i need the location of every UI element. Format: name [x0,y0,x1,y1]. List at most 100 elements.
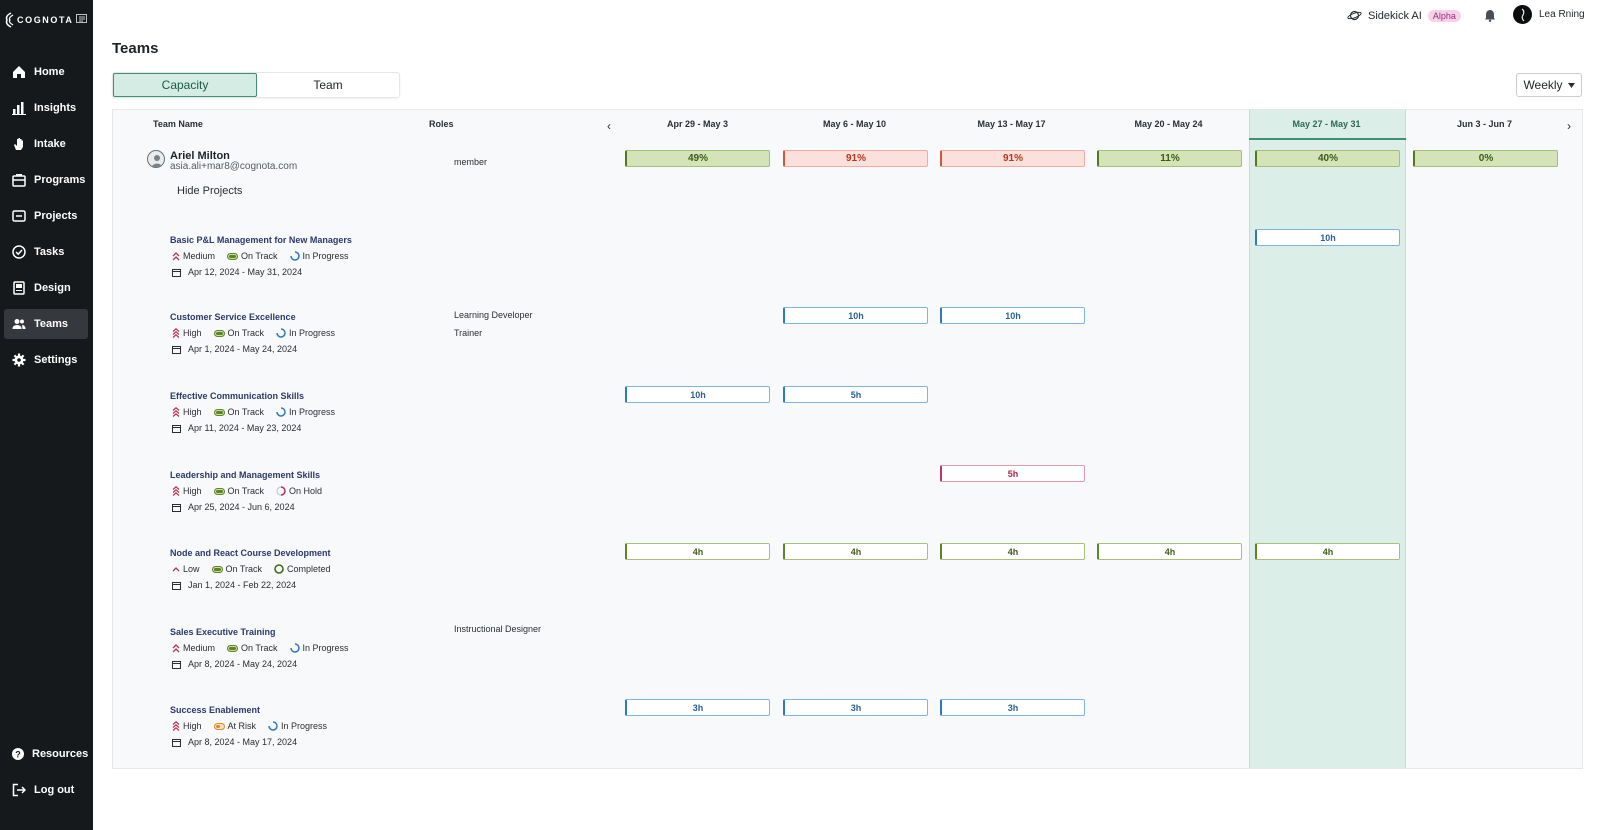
status-label: In Progress [302,643,349,653]
sidebar-item-home[interactable]: Home [4,57,88,87]
svg-text:?: ? [15,749,21,759]
hours-cell[interactable]: 4h [1255,543,1400,560]
status-label: In Progress [289,328,336,338]
sidebar-item-label: Teams [34,318,69,330]
sidebar-item-design[interactable]: Design [4,273,88,303]
week-header-current: May 27 - May 31 [1292,119,1361,129]
priority-high-icon [172,328,180,338]
project-name-link[interactable]: Basic P&L Management for New Managers [170,235,352,245]
priority-label: High [183,328,202,338]
hide-projects-toggle[interactable]: Hide Projects [177,185,243,197]
project-name-link[interactable]: Customer Service Excellence [170,312,296,322]
project-dates: Apr 25, 2024 - Jun 6, 2024 [172,502,295,512]
utilization-cell: 11% [1097,150,1242,167]
health-on-track-icon [227,252,239,260]
hours-cell[interactable]: 3h [940,699,1085,716]
tab-team[interactable]: Team [313,78,343,92]
project-meta: Medium On Track In Progress [172,251,349,261]
utilization-cell: 49% [625,150,770,167]
calendar-icon [172,345,181,354]
calendar-icon [172,581,181,590]
alpha-badge: Alpha [1427,9,1461,22]
sidebar: COGNOTA Home Insights Intake Programs Pr… [0,0,93,830]
sidebar-item-projects[interactable]: Projects [4,201,88,231]
project-meta: Medium On Track In Progress [172,643,349,653]
sidebar-item-label: Log out [34,784,75,796]
hours-cell[interactable]: 4h [1097,543,1242,560]
hours-cell[interactable]: 4h [783,543,928,560]
date-range: Jan 1, 2024 - Feb 22, 2024 [188,580,297,590]
projects-icon [11,208,27,224]
status-in-progress-icon [276,407,286,417]
sidebar-item-label: Design [34,282,71,294]
sidekick-ai-button[interactable]: Sidekick AI Alpha [1347,9,1461,22]
hours-cell[interactable]: 10h [940,307,1085,324]
logout-icon [11,782,27,798]
hours-cell[interactable]: 4h [940,543,1085,560]
next-week-arrow[interactable]: › [1567,119,1571,133]
hours-cell[interactable]: 10h [1255,229,1400,246]
week-header: May 20 - May 24 [1134,119,1203,129]
sidebar-item-teams[interactable]: Teams [4,309,88,339]
utilization-cell: 91% [940,150,1085,167]
hours-cell[interactable]: 10h [625,386,770,403]
sidebar-item-label: Home [34,66,65,78]
project-name-link[interactable]: Effective Communication Skills [170,391,305,401]
health-label: On Track [227,407,265,417]
project-name-link[interactable]: Leadership and Management Skills [170,470,321,480]
period-select[interactable]: Weekly [1516,73,1582,97]
sidebar-item-logout[interactable]: Log out [4,775,88,805]
sidebar-item-tasks[interactable]: Tasks [4,237,88,267]
health-label: On Track [241,643,278,653]
hours-cell[interactable]: 5h [783,386,928,403]
week-header: May 6 - May 10 [822,119,887,129]
project-role: Learning Developer [454,310,533,320]
sidebar-item-intake[interactable]: Intake [4,129,88,159]
priority-high-icon [172,486,180,496]
user-menu[interactable]: Lea Rning [1513,5,1585,24]
member-name[interactable]: Ariel Milton [170,150,230,162]
sidebar-item-insights[interactable]: Insights [4,93,88,123]
priority-label: High [183,486,202,496]
status-in-progress-icon [289,251,300,261]
collapse-sidebar-icon[interactable] [76,14,87,23]
hours-cell[interactable]: 10h [783,307,928,324]
hours-cell[interactable]: 3h [783,699,928,716]
project-meta: High On Track In Progress [172,407,335,417]
project-dates: Apr 11, 2024 - May 23, 2024 [172,423,301,433]
status-label: On Hold [289,486,323,496]
utilization-cell: 91% [783,150,928,167]
roles-header: Roles [429,119,454,129]
sidebar-item-programs[interactable]: Programs [4,165,88,195]
member-avatar [147,150,165,168]
sidebar-item-label: Settings [34,354,78,366]
hours-cell[interactable]: 3h [625,699,770,716]
health-on-track-icon [213,408,225,416]
status-label: Completed [287,564,331,574]
health-label: At Risk [227,721,257,731]
notifications-bell-icon[interactable] [1484,9,1496,22]
project-name-link[interactable]: Node and React Course Development [170,548,331,558]
project-name-link[interactable]: Success Enablement [170,705,261,715]
avatar [1513,5,1532,24]
date-range: Apr 11, 2024 - May 23, 2024 [188,423,302,433]
status-in-progress-icon [276,328,286,338]
health-label: On Track [227,486,265,496]
priority-label: High [183,721,202,731]
hours-cell[interactable]: 5h [940,465,1085,482]
tab-capacity[interactable]: Capacity [113,73,257,97]
week-header: May 13 - May 17 [977,119,1046,129]
project-meta: Low On Track Completed [172,564,331,574]
priority-medium-icon [172,643,180,652]
priority-label: Medium [183,643,216,653]
check-circle-icon [11,244,27,260]
prev-week-arrow[interactable]: ‹ [607,119,611,133]
hand-icon [11,136,27,152]
hours-cell[interactable]: 4h [625,543,770,560]
project-name-link[interactable]: Sales Executive Training [170,627,276,637]
cognota-logo[interactable]: COGNOTA [4,12,74,28]
sidebar-item-settings[interactable]: Settings [4,345,88,375]
calendar-icon [172,503,181,512]
sidebar-item-label: Insights [34,102,77,114]
sidebar-item-resources[interactable]: ? Resources [4,739,88,769]
